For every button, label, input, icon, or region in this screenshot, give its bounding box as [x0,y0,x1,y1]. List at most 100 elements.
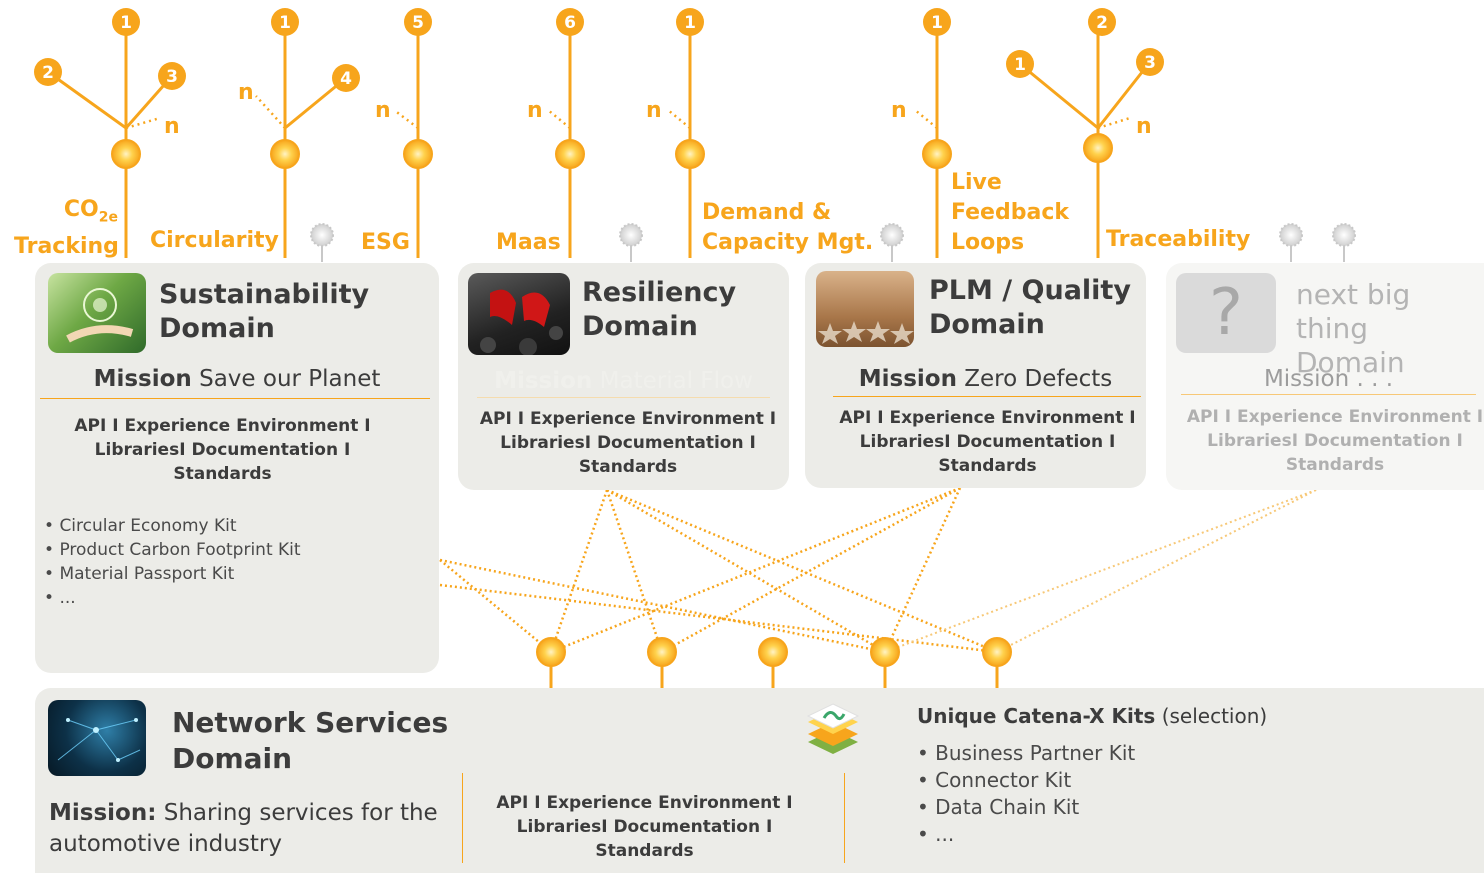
use-case-co2-tracking: CO2e Tracking [14,195,119,262]
n-label: n [1136,114,1152,139]
api-line: API I Experience Environment I [74,416,371,436]
number-badge [112,8,140,36]
next-api: API I Experience Environment I Libraries… [1186,405,1484,477]
list-item: Data Chain Kit [917,794,1135,821]
n-label: n [164,114,180,139]
use-case-demand-line2: Capacity Mgt. [702,230,874,255]
api-line: Standards [578,457,678,477]
n-label: n [238,80,254,105]
plm-mission: Mission Zero Defects [815,366,1156,392]
sustainability-title-main: Sustainability [159,279,370,310]
resiliency-title-sub: Domain [582,311,698,342]
network-api: API I Experience Environment I Libraries… [472,791,817,863]
list-item: Business Partner Kit [917,740,1135,767]
sustainability-mission: Mission Save our Planet [35,366,439,392]
use-case-live-line1: Live [951,170,1002,195]
use-case-traceability: Traceability [1106,227,1251,252]
number-badge [676,8,704,36]
mission-text: Save our Planet [199,366,381,392]
number-badge [923,8,951,36]
co2-line2: Tracking [14,234,119,260]
api-line: LibrariesI Documentation I [859,432,1116,452]
divider [477,397,770,398]
api-line: LibrariesI Documentation I [500,433,756,453]
api-line: LibrariesI Documentation I [516,817,773,837]
list-item: Product Carbon Footprint Kit [44,538,300,562]
network-domain-card[interactable] [35,688,1484,873]
divider [833,396,1141,397]
number-badge-label: 2 [42,63,54,83]
question-icon: ? [1176,273,1276,353]
network-image [48,700,146,776]
plm-image [816,271,914,347]
number-badge [34,58,62,86]
number-badge-label: 3 [1144,53,1156,73]
api-line: API I Experience Environment I [479,409,777,429]
co2-main: CO [63,197,99,222]
co2-sub: 2e [98,209,118,226]
api-line: Standards [938,456,1037,476]
mission-label: Mission [858,366,957,392]
number-badge-label: 1 [684,13,696,33]
number-badge [1006,50,1034,78]
use-case-live-line2: Feedback [951,200,1069,225]
number-badge [158,62,186,90]
number-badge [1088,8,1116,36]
network-mission: Mission: Sharing services for the automo… [49,798,438,860]
next-title-sub: Domain [1296,346,1405,379]
api-line: Standards [1285,455,1385,475]
mission-text: Material Flow [599,368,753,394]
catena-x-logo-icon [806,703,860,754]
number-badge-label: 4 [340,69,352,89]
number-badge [556,8,584,36]
mission-text: Sharing services for the [163,800,438,826]
use-case-demand: Demand & Capacity Mgt. [702,198,873,258]
n-label: n [646,98,662,123]
number-badge-label: 5 [412,13,424,33]
resiliency-image [468,273,570,355]
kits-title-suffix: (selection) [1161,704,1268,728]
use-case-maas: Maas [496,230,561,255]
use-case-demand-line1: Demand & [702,200,832,225]
plm-title-sub: Domain [929,309,1045,340]
plm-title: PLM / Quality Domain [929,274,1131,342]
number-badge-label: 1 [1014,55,1026,75]
api-line: Standards [173,464,272,484]
plm-title-main: PLM / Quality [929,275,1131,306]
use-case-circularity: Circularity [150,228,279,253]
use-case-esg: ESG [361,230,410,255]
number-badge-label: 2 [1096,13,1108,33]
api-line: API I Experience Environment I [1186,407,1484,427]
resiliency-title-main: Resiliency [582,277,737,308]
n-label: n [891,98,907,123]
mission-text: . . . [1356,366,1394,392]
sustainability-title-sub: Domain [159,313,275,344]
list-item: Connector Kit [917,767,1135,794]
api-line: API I Experience Environment I [839,408,1136,428]
resiliency-mission: Mission Material Flow [458,368,789,394]
divider [462,773,463,863]
divider [40,398,430,399]
divider [1181,394,1476,395]
next-mission: Mission . . . [1181,366,1476,392]
sustainability-kit-list: Circular Economy Kit Product Carbon Foot… [44,514,301,610]
sustainability-api: API I Experience Environment I Libraries… [35,414,410,486]
mission-text-line2: automotive industry [49,831,282,857]
network-kit-list: Business Partner Kit Connector Kit Data … [917,740,1135,848]
sustainability-image [48,273,146,353]
number-badge-label: 1 [120,13,132,33]
list-item: Material Passport Kit [44,562,301,586]
n-label: n [527,98,543,123]
resiliency-api: API I Experience Environment I Libraries… [458,407,798,479]
number-badge [271,8,299,36]
kits-title: Unique Catena-X Kits [917,704,1156,728]
list-item: ... [917,821,1135,848]
number-badge-label: 1 [931,13,943,33]
mission-label: Mission: [49,800,157,826]
mission-text: Zero Defects [964,366,1113,392]
next-title-main: next big thing [1296,278,1411,345]
sustainability-title: Sustainability Domain [159,278,369,346]
network-title-main: Network Services [172,706,449,739]
api-line: LibrariesI Documentation I [1207,431,1463,451]
